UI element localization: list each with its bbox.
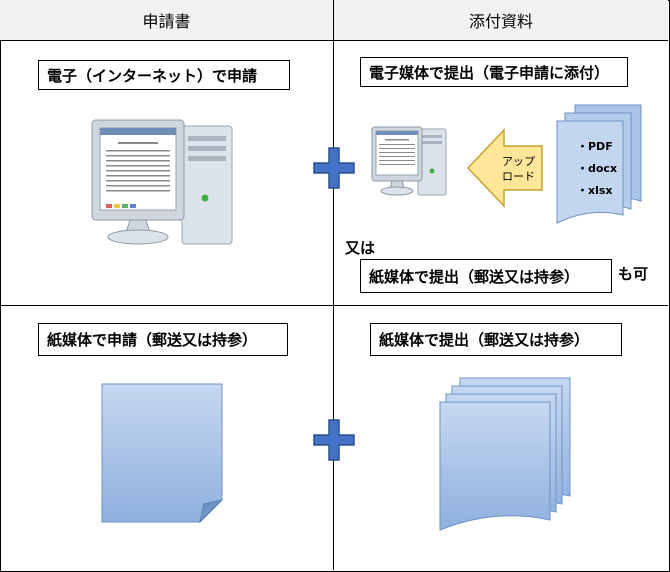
file-format-pdf: ・PDF [577,140,613,153]
paper-documents-stack-icon [439,377,571,531]
file-format-xlsx: ・xlsx [577,184,613,197]
file-format-docx: ・docx [577,162,618,175]
electronic-files-stack-icon [556,104,642,224]
or-text: 又は [345,239,376,257]
plus-icon-bottom [313,419,355,461]
upload-arrow-text-line1: アップ [502,155,535,168]
label-paper-attachment: 紙媒体で提出（郵送又は持参） [370,323,622,356]
paper-document-icon [101,383,224,524]
label-paper-application: 紙媒体で申請（郵送又は持参） [38,323,288,356]
label-electronic-application: 電子（インターネット）で申請 [38,60,290,90]
row-divider [0,305,668,306]
header-application: 申請書 [0,0,334,41]
label-paper-attachment-alt: 紙媒体で提出（郵送又は持参） [360,259,612,293]
desktop-computer-large-icon [91,119,233,245]
also-ok-text: も可 [618,265,649,283]
upload-arrow-icon [466,128,543,208]
header-attachments: 添付資料 [334,0,668,41]
desktop-computer-small-icon [371,126,447,196]
label-electronic-attachment: 電子媒体で提出（電子申請に添付） [360,57,628,87]
plus-icon-top [313,147,355,189]
upload-arrow-text-line2: ロード [502,170,535,183]
